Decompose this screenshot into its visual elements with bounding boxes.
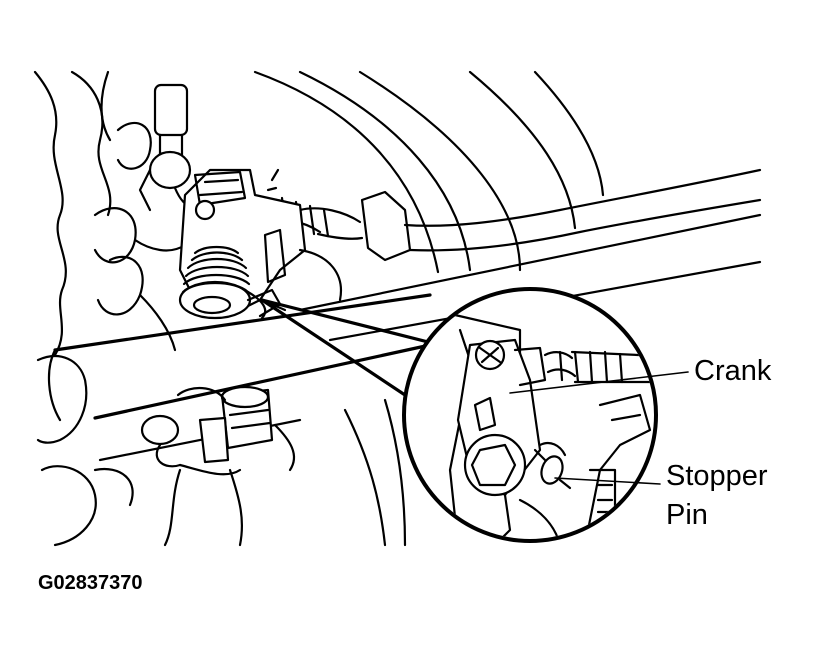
slide-pins: [140, 385, 296, 547]
caliper-body: [178, 168, 343, 317]
stopper-pin-label-line2: Pin: [666, 499, 708, 531]
adjuster-spring: [178, 245, 282, 320]
bleeder-fitting: [138, 83, 197, 212]
detail-view-circle: [402, 287, 658, 543]
crank-leader-line: [509, 371, 689, 394]
crank-label: Crank: [694, 355, 772, 387]
leader-lines: [509, 371, 689, 485]
figure-code: G02837370: [38, 572, 143, 594]
wheel-drum-arcs: [253, 70, 605, 547]
stopper-pin-leader-line: [554, 477, 661, 485]
stopper-pin-label-line1: Stopper: [666, 460, 768, 492]
parking-cable-boot: [243, 168, 762, 262]
detail-callout-pointer: [260, 298, 442, 397]
